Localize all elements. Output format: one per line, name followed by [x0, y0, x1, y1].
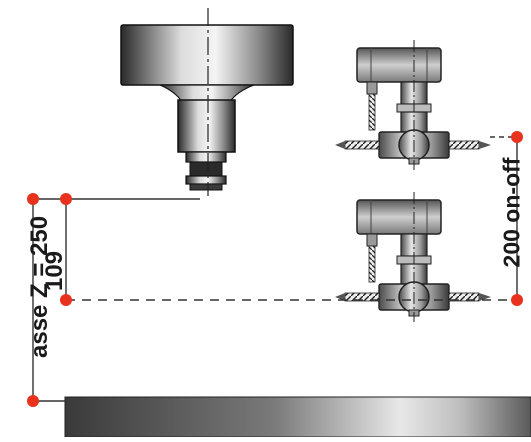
stroke-200-label: 200 on-off [498, 157, 525, 268]
dimension-markers [27, 131, 523, 407]
lower-angular-head [334, 192, 492, 322]
marker-z-bottom [27, 395, 39, 407]
upper-angular-head [334, 40, 492, 170]
spindle [120, 8, 294, 196]
marker-200-top [511, 131, 523, 143]
offset-109-label: 109 [41, 250, 68, 292]
marker-200-bottom [511, 294, 523, 306]
marker-109-bottom [60, 294, 72, 306]
dimension-lines [32, 136, 518, 402]
marker-109-top [60, 193, 72, 205]
machine-table [64, 396, 531, 438]
marker-z-top [27, 193, 39, 205]
